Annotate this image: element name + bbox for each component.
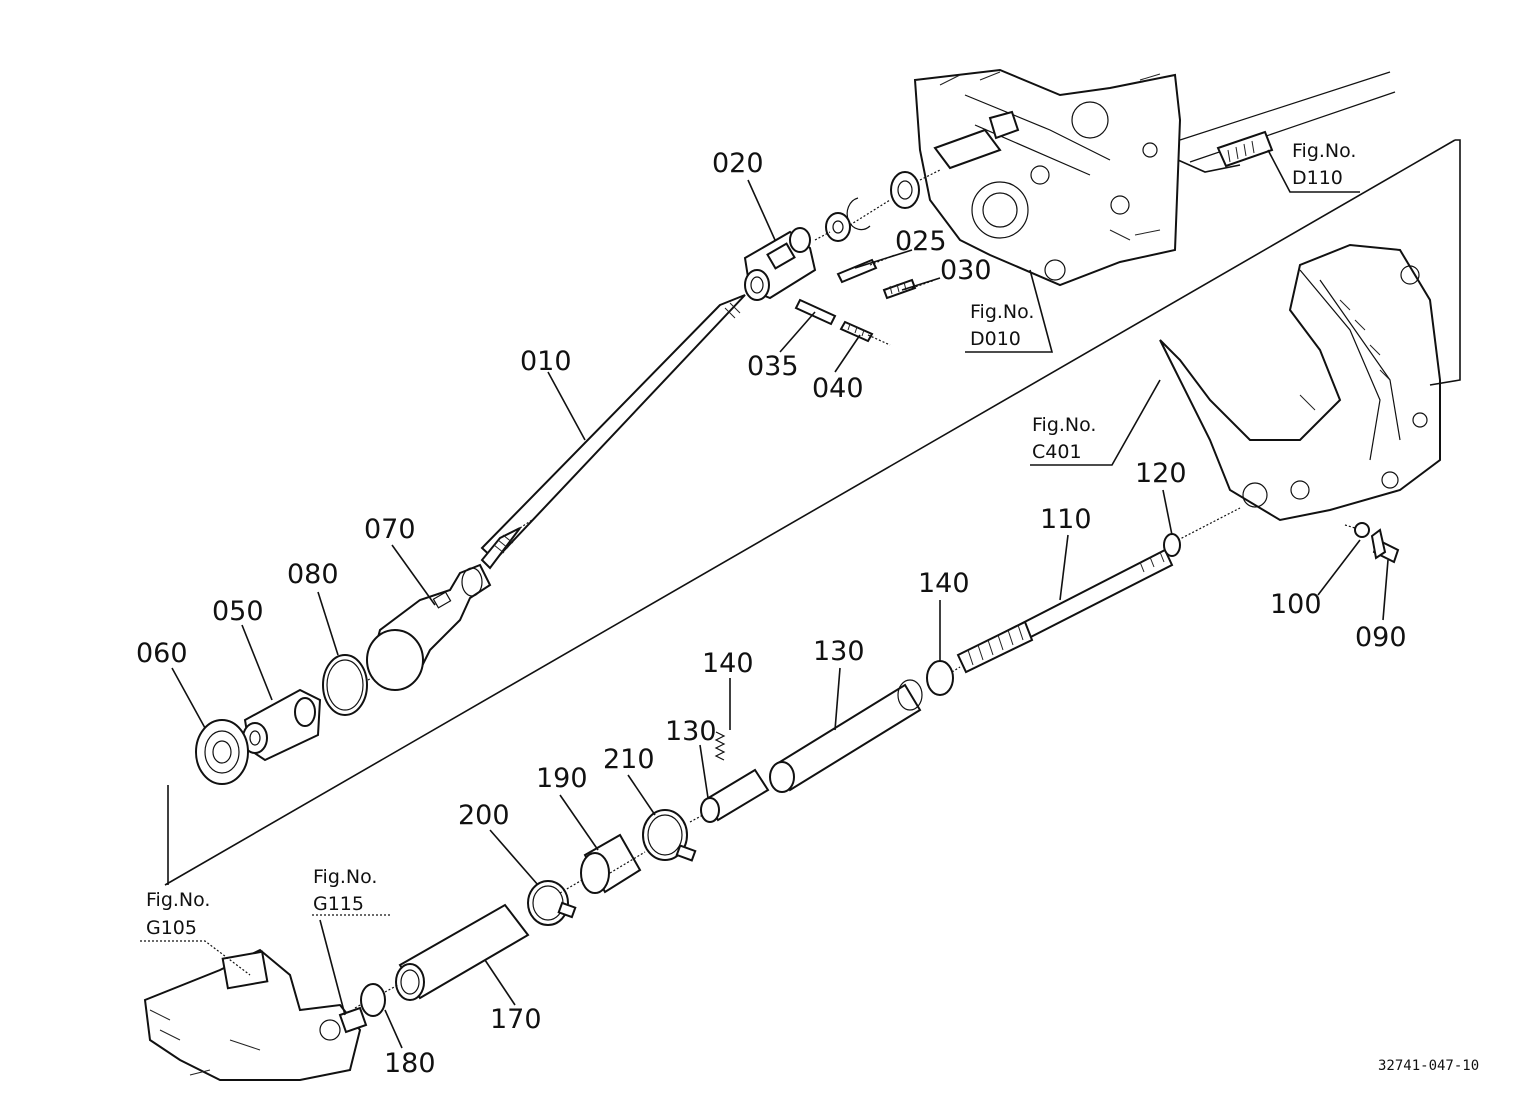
- label-040: 040: [812, 373, 864, 404]
- spring-140: [714, 731, 726, 761]
- label-140: 140: [702, 648, 754, 679]
- bolt-090: [1354, 522, 1400, 564]
- ring-120: [1163, 533, 1181, 557]
- label-050: 050: [212, 596, 264, 627]
- shaft-to-d110: [1179, 71, 1396, 168]
- label-150: 130: [813, 636, 865, 667]
- label-110: 110: [1040, 504, 1092, 535]
- o-ring-180: [360, 983, 386, 1017]
- tube-170: [395, 903, 530, 1001]
- universal-joint-050: [242, 688, 322, 762]
- o-ring-160: [926, 660, 954, 696]
- clamp-200: [527, 880, 577, 926]
- label-180: 180: [384, 1048, 436, 1079]
- figref-d110-title: Fig.No.: [1292, 140, 1356, 162]
- pins: [794, 258, 917, 343]
- o-ring-080: [322, 654, 368, 716]
- label-190: 190: [536, 763, 588, 794]
- label-030: 030: [940, 255, 992, 286]
- clamp-210: [642, 809, 697, 862]
- pto-shaft-110: [956, 548, 1174, 674]
- label-200: 200: [458, 800, 510, 831]
- label-025: 025: [895, 226, 947, 257]
- label-060: 060: [136, 638, 188, 669]
- label-130: 130: [665, 716, 717, 747]
- clutch-housing-c401: [1159, 243, 1441, 522]
- figref-d110-number: D110: [1292, 167, 1343, 189]
- label-210: 210: [603, 744, 655, 775]
- label-070: 070: [364, 514, 416, 545]
- front-axle-housing: [143, 948, 368, 1081]
- figure-ref-labels: Fig.No. D110 Fig.No. D010 Fig.No. C401 F…: [146, 140, 1356, 939]
- transmission-housing-top: [913, 68, 1182, 287]
- main-shaft-010: [480, 294, 746, 570]
- label-100: 100: [1270, 589, 1322, 620]
- label-120: 120: [1135, 458, 1187, 489]
- cover-070: [366, 563, 492, 691]
- figref-g115-number: G115: [313, 893, 364, 915]
- figref-g115-title: Fig.No.: [313, 866, 377, 888]
- group-boundary-lines: [164, 139, 1461, 886]
- label-035: 035: [747, 351, 799, 382]
- figref-c401-number: C401: [1032, 441, 1082, 463]
- label-080: 080: [287, 559, 339, 590]
- label-010: 010: [520, 346, 572, 377]
- figref-d010-title: Fig.No.: [970, 301, 1034, 323]
- part-labels: 020 025 030 035 040 010 070 080 050 060 …: [136, 148, 1407, 1079]
- label-090: 090: [1355, 622, 1407, 653]
- drawing-number: 32741-047-10: [1378, 1058, 1479, 1074]
- figref-c401-title: Fig.No.: [1032, 414, 1096, 436]
- label-160: 140: [918, 568, 970, 599]
- figref-g105-number: G105: [146, 917, 197, 939]
- leader-lines: [171, 179, 1389, 1049]
- figref-d010-number: D010: [970, 328, 1021, 350]
- tube-150: [769, 679, 923, 793]
- figure-ref-leaders: [140, 149, 1360, 976]
- bearing-group: [825, 169, 941, 242]
- figref-g105-title: Fig.No.: [146, 889, 210, 911]
- pipe-130: [700, 768, 770, 823]
- assembly-axis-lines: [354, 231, 1356, 1009]
- sleeve-190: [580, 833, 642, 894]
- label-020: 020: [712, 148, 764, 179]
- universal-joint-020: [743, 227, 817, 301]
- bearing-060: [195, 719, 249, 785]
- label-170: 170: [490, 1004, 542, 1035]
